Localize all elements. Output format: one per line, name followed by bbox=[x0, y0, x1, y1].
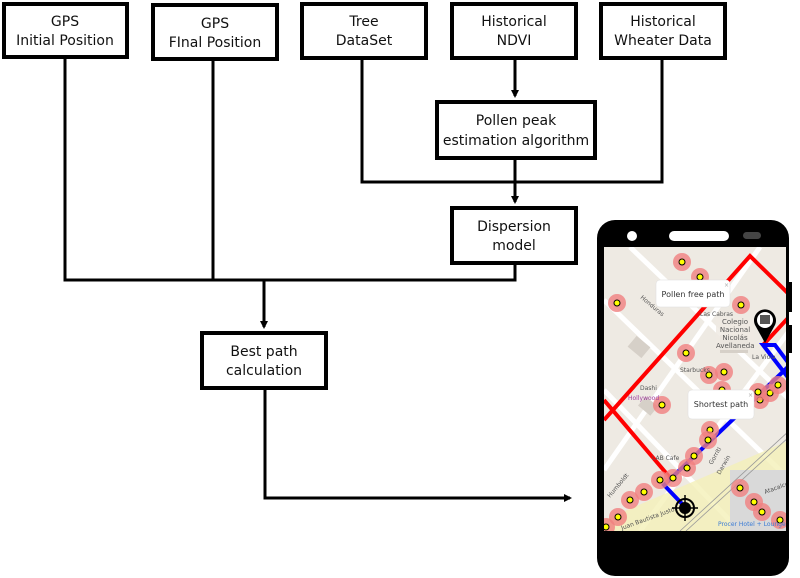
close-icon[interactable]: × bbox=[748, 392, 753, 399]
pollen-marker[interactable] bbox=[626, 496, 634, 504]
camera-icon bbox=[627, 231, 637, 241]
gps-initial-box: GPS Initial Position bbox=[2, 2, 129, 59]
svg-text:LAB Cafe: LAB Cafe bbox=[652, 455, 680, 462]
speaker-grille bbox=[669, 231, 729, 241]
svg-text:Las Cabras: Las Cabras bbox=[700, 311, 733, 318]
svg-text:La Viola: La Viola bbox=[752, 354, 776, 361]
pollen-free-path-segment bbox=[604, 398, 674, 482]
pollen-marker[interactable] bbox=[776, 516, 784, 524]
pollen-marker[interactable] bbox=[758, 508, 766, 516]
dispersion-model-box: Dispersion model bbox=[450, 206, 578, 265]
connectors bbox=[63, 57, 664, 502]
smartphone: Honduras Las Cabras La Viola Starbucks D… bbox=[597, 220, 800, 576]
pollen-marker[interactable] bbox=[766, 389, 774, 397]
pollen-marker[interactable] bbox=[704, 436, 712, 444]
pollen-marker[interactable] bbox=[754, 388, 762, 396]
pollen-marker[interactable] bbox=[613, 299, 621, 307]
crosshair-icon bbox=[672, 495, 698, 521]
svg-text:Shortest path: Shortest path bbox=[694, 400, 748, 409]
svg-text:Procer Hotel + Lounge: Procer Hotel + Lounge bbox=[718, 521, 786, 528]
pollen-marker[interactable] bbox=[603, 523, 610, 531]
pollen-marker[interactable] bbox=[720, 368, 728, 376]
tree-dataset-box: Tree DataSet bbox=[300, 2, 428, 60]
pollen-marker[interactable] bbox=[737, 301, 745, 309]
box-subtitle: estimation algorithm bbox=[443, 133, 589, 149]
historical-ndvi-box: Historical NDVI bbox=[450, 2, 578, 60]
pollen-peak-box: Pollen peak estimation algorithm bbox=[435, 100, 597, 160]
pollen-marker[interactable] bbox=[683, 464, 691, 472]
box-subtitle: model bbox=[492, 238, 536, 254]
destination-flag-icon bbox=[754, 309, 776, 343]
pollen-marker[interactable] bbox=[705, 371, 713, 379]
pollen-marker[interactable] bbox=[658, 401, 666, 409]
popup-pollen-free-path[interactable]: Pollen free path × bbox=[655, 279, 731, 308]
pollen-marker[interactable] bbox=[656, 476, 664, 484]
gps-final-box: GPS FInal Position bbox=[151, 3, 279, 61]
close-icon[interactable]: × bbox=[724, 282, 729, 289]
box-title: GPS bbox=[51, 14, 79, 30]
box-subtitle: Initial Position bbox=[16, 33, 114, 49]
box-title: Historical bbox=[630, 14, 696, 30]
svg-text:Hollywood: Hollywood bbox=[628, 395, 659, 402]
pollen-marker[interactable] bbox=[640, 488, 648, 496]
pollen-marker[interactable] bbox=[682, 349, 690, 357]
best-path-box: Best path calculation bbox=[200, 331, 328, 390]
historical-weather-box: Historical Wheater Data bbox=[599, 2, 727, 60]
box-title: Historical bbox=[481, 14, 547, 30]
pollen-marker[interactable] bbox=[750, 498, 758, 506]
pollen-marker[interactable] bbox=[690, 452, 698, 460]
box-title: Dispersion bbox=[477, 219, 551, 235]
popup-shortest-path[interactable]: Shortest path × bbox=[687, 389, 755, 420]
pollen-free-path bbox=[604, 253, 786, 422]
pollen-marker[interactable] bbox=[669, 474, 677, 482]
svg-text:Dashi: Dashi bbox=[640, 385, 657, 392]
box-subtitle: DataSet bbox=[336, 33, 393, 49]
svg-text:Starbucks: Starbucks bbox=[680, 367, 710, 374]
box-title: Best path bbox=[230, 344, 297, 360]
box-subtitle: calculation bbox=[226, 363, 302, 379]
svg-text:Pollen free path: Pollen free path bbox=[662, 290, 725, 299]
pollen-marker[interactable] bbox=[678, 258, 686, 266]
pollen-marker[interactable] bbox=[736, 484, 744, 492]
pollen-marker[interactable] bbox=[696, 273, 704, 281]
box-subtitle: FInal Position bbox=[169, 35, 261, 51]
box-subtitle: Wheater Data bbox=[614, 33, 712, 49]
pollen-marker[interactable] bbox=[614, 513, 622, 521]
map-label-school: Colegio Nacional Nicolás Avellaneda bbox=[716, 318, 755, 350]
map-view[interactable]: Honduras Las Cabras La Viola Starbucks D… bbox=[597, 247, 800, 536]
pollen-marker[interactable] bbox=[774, 381, 782, 389]
box-title: Pollen peak bbox=[476, 113, 557, 129]
box-subtitle: NDVI bbox=[497, 33, 532, 49]
pollen-markers bbox=[603, 253, 786, 531]
box-title: GPS bbox=[201, 16, 229, 32]
box-title: Tree bbox=[348, 14, 378, 30]
sensor bbox=[743, 232, 761, 239]
shortest-path bbox=[661, 343, 786, 509]
